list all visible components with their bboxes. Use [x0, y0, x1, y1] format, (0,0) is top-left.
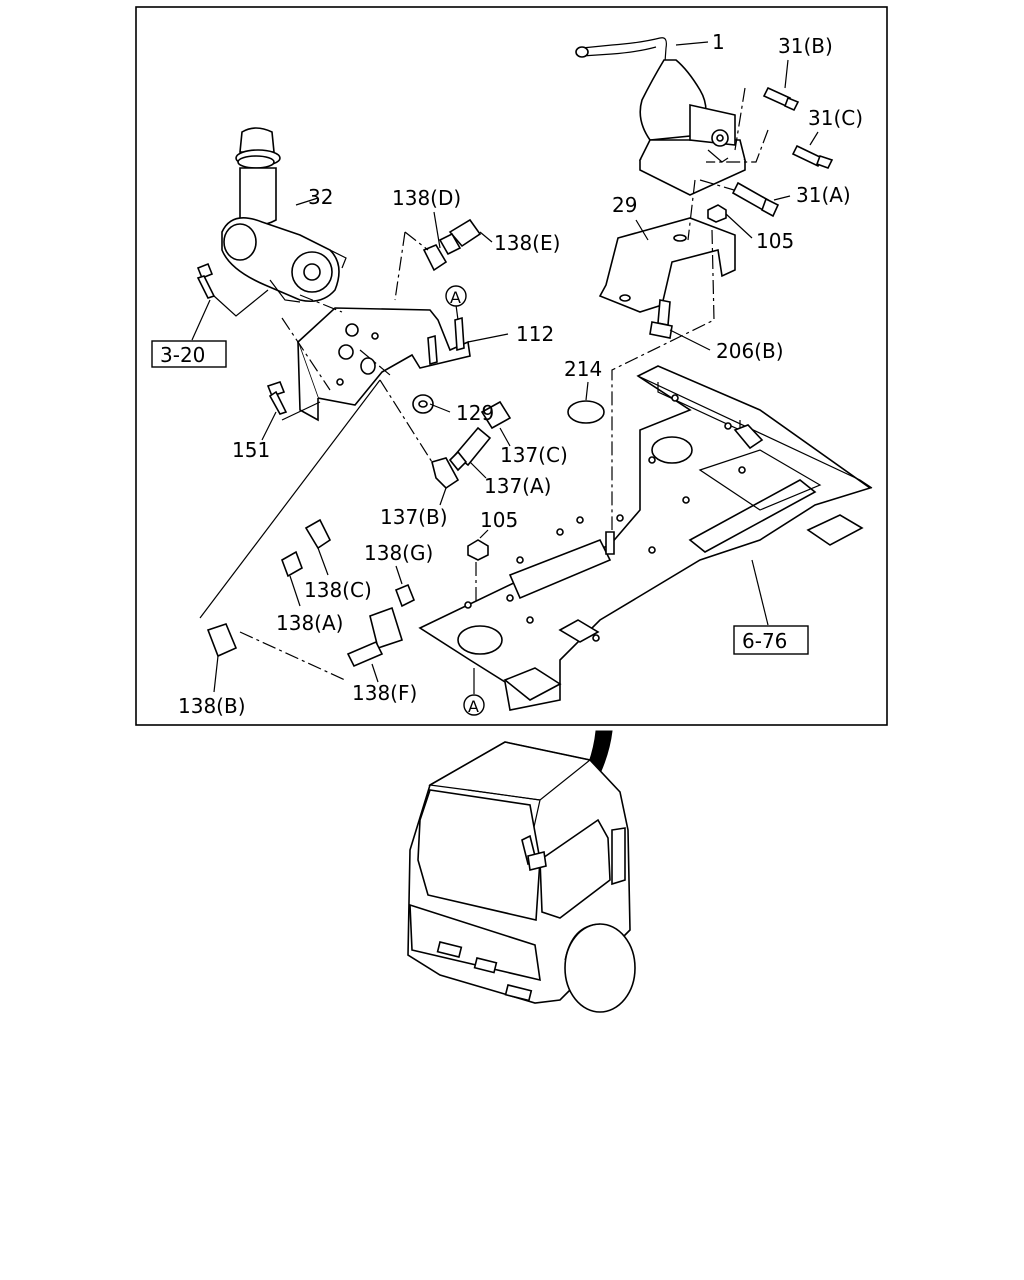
part-137a-fitting	[448, 426, 492, 472]
label-137b: 137(B)	[380, 505, 448, 529]
label-105-lower: 105	[480, 508, 518, 532]
label-151: 151	[232, 438, 270, 462]
label-214: 214	[564, 357, 602, 381]
label-105-upper: 105	[756, 229, 794, 253]
label-138g: 138(G)	[364, 541, 433, 565]
label-138d: 138(D)	[392, 186, 461, 210]
label-138e: 138(E)	[494, 231, 560, 255]
part-138d-fitting	[422, 243, 448, 272]
label-137a: 137(A)	[484, 474, 551, 498]
part-138e-fitting	[438, 218, 482, 256]
reference-a-marker-upper	[445, 285, 467, 307]
part-138f-fitting	[346, 606, 403, 668]
label-29: 29	[612, 193, 637, 217]
part-105-nut-lower	[467, 539, 489, 561]
part-137b-fitting	[431, 457, 460, 490]
part-214-plug	[567, 400, 605, 424]
label-31c: 31(C)	[808, 106, 863, 130]
part-6-76-floor-plate	[418, 365, 873, 711]
label-1: 1	[712, 30, 725, 54]
part-137c-fitting	[480, 400, 512, 430]
label-138b: 138(B)	[178, 694, 246, 718]
label-a-upper: A	[450, 288, 461, 307]
label-3-20: 3-20	[160, 343, 205, 367]
part-31a-bolt	[731, 181, 780, 218]
truck-cab-location-illustration	[407, 730, 636, 1013]
part-29-bracket	[598, 217, 736, 313]
label-129: 129	[456, 401, 494, 425]
part-31b-bolt	[762, 86, 800, 112]
part-138b-fitting	[206, 623, 238, 658]
part-138a-fitting	[281, 550, 303, 578]
part-151-bolt	[266, 381, 321, 421]
part-129-washer	[412, 394, 434, 414]
reference-box-3-20	[151, 340, 227, 368]
label-112: 112	[516, 322, 554, 346]
diagram-frame	[135, 6, 888, 726]
part-1-shift-lever	[575, 37, 746, 196]
part-105-nut-upper	[707, 204, 727, 223]
label-31b: 31(B)	[778, 34, 833, 58]
label-138f: 138(F)	[352, 681, 417, 705]
part-31c-bolt	[791, 144, 834, 169]
label-138c: 138(C)	[304, 578, 372, 602]
part-112-bracket-plate	[297, 307, 471, 422]
part-32-master-cylinder	[221, 127, 347, 303]
part-3-20-bolt	[196, 262, 216, 299]
label-32: 32	[308, 185, 333, 209]
label-6-76: 6-76	[742, 629, 787, 653]
reference-a-marker-lower	[463, 694, 485, 716]
label-206b: 206(B)	[716, 339, 784, 363]
part-206b-bolt	[649, 299, 673, 339]
reference-box-6-76	[733, 625, 809, 655]
part-138c-fitting	[304, 518, 332, 550]
label-31a: 31(A)	[796, 183, 851, 207]
label-138a: 138(A)	[276, 611, 343, 635]
part-138g-fitting	[394, 583, 416, 608]
label-a-lower: A	[468, 697, 479, 716]
label-137c: 137(C)	[500, 443, 568, 467]
